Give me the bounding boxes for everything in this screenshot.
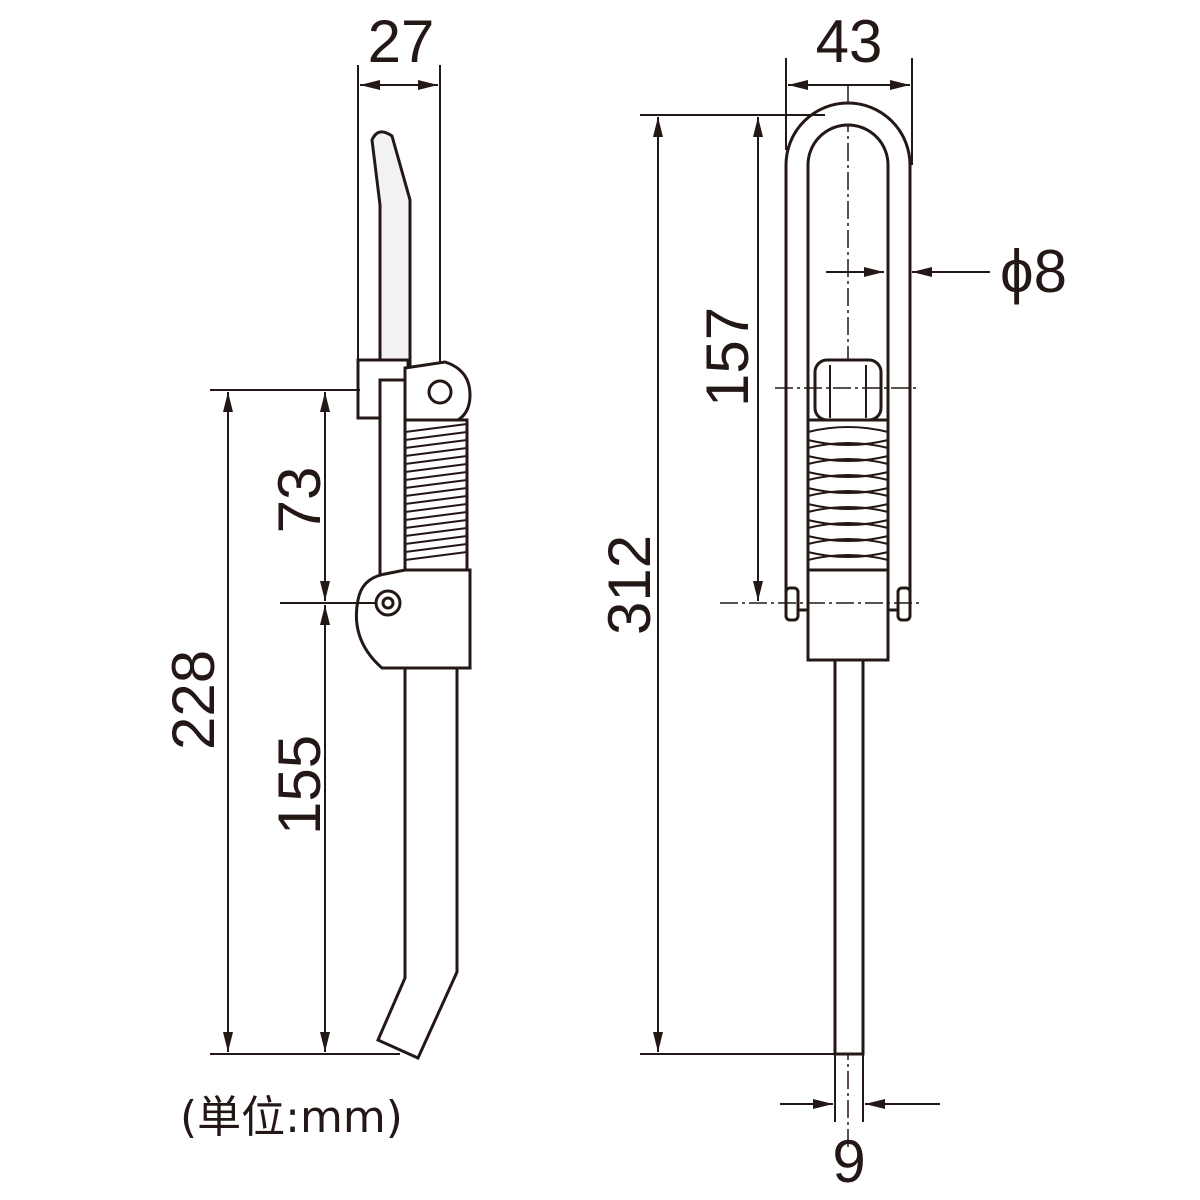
front-lower-pin-left: [784, 586, 800, 622]
side-top-pin: [427, 379, 453, 405]
unit-label: (単位:mm): [180, 1092, 403, 1143]
dim-front-width: 43: [816, 8, 883, 75]
front-view: 43 312 157 ϕ8 9: [596, 8, 1067, 1195]
front-spring: [806, 418, 890, 572]
side-lower-rod: [376, 666, 459, 1060]
dim-side-width: 27: [368, 8, 435, 75]
front-top-block: [813, 358, 883, 422]
front-rod: [833, 658, 865, 1056]
front-shackle: [784, 101, 912, 612]
dim-side-total: 228: [160, 650, 227, 750]
dim-bottom-rod: 9: [832, 1128, 865, 1195]
front-lower-pin-right: [896, 586, 912, 622]
dim-lower-height: 155: [266, 735, 333, 835]
dim-spring-span: 73: [266, 467, 333, 534]
side-spring: [403, 418, 469, 572]
front-lower-block: [806, 568, 890, 662]
side-view: 27 228 73 155 (単位:mm): [160, 8, 472, 1143]
dim-upper-height: 157: [694, 307, 761, 407]
dim-rod-diameter: ϕ8: [1000, 238, 1067, 305]
side-lower-block: [354, 568, 472, 670]
dim-front-total: 312: [596, 535, 663, 635]
side-handle: [370, 130, 412, 382]
side-lower-pin-inner: [381, 596, 395, 610]
